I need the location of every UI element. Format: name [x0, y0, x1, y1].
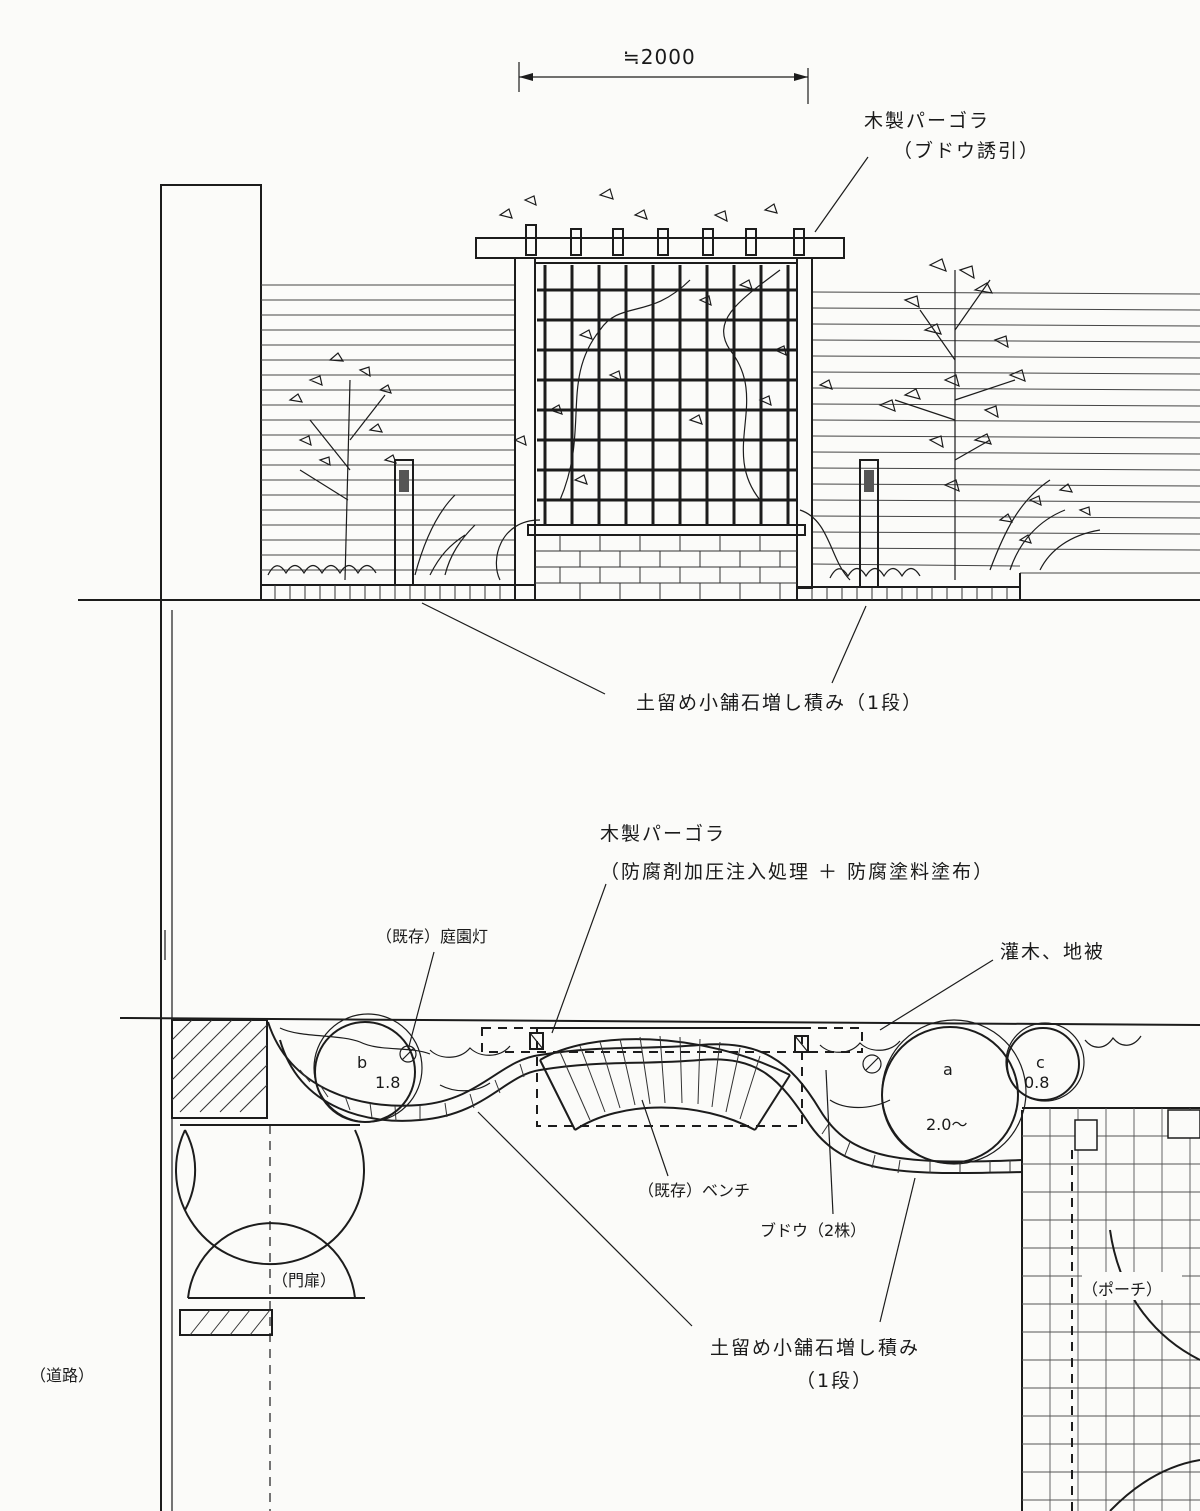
dimension-label: ≒2000	[623, 45, 696, 69]
gate-label: （門扉）	[272, 1271, 336, 1290]
elevation-view: ≒2000	[78, 45, 1200, 714]
vine-foliage	[498, 188, 833, 485]
tree-a-size: 2.0～	[926, 1115, 967, 1134]
porch-plan: （ポーチ）	[1021, 1107, 1200, 1511]
plan-wall-sub: （1段）	[796, 1370, 873, 1392]
tree-a-id: a	[943, 1060, 953, 1079]
shrub-label: 灌木、地被	[1000, 941, 1105, 963]
garden-lamp-elevation	[394, 459, 879, 588]
bench-plan	[539, 1035, 791, 1131]
tree-a: a 2.0～	[881, 1019, 1027, 1165]
tree-b-id: b	[357, 1053, 367, 1072]
plan-view: （門扉）	[30, 600, 1200, 1511]
tree-c-id: c	[1036, 1053, 1045, 1072]
retaining-wall-plan	[267, 1021, 1023, 1175]
tree-c: c 0.8	[1005, 1022, 1085, 1102]
fence	[261, 284, 1200, 574]
road-label: （道路）	[30, 1366, 94, 1385]
plan-wall-label: 土留め小舗石増し積み	[710, 1337, 920, 1359]
gate-swing: （門扉）	[175, 1124, 365, 1511]
dimension-line: ≒2000	[518, 45, 809, 104]
grape-label: ブドウ（2株）	[760, 1221, 866, 1240]
plan-pergola-sub: （防腐剤加圧注入処理 ＋ 防腐塗料塗布）	[600, 860, 994, 883]
pergola-elevation	[475, 224, 851, 601]
tree-c-size: 0.8	[1024, 1073, 1049, 1092]
elevation-pergola-sub: （ブドウ誘引）	[893, 139, 1040, 162]
gate-pillar-plan	[171, 1019, 273, 1336]
tree-left-elevation	[288, 352, 397, 581]
elevation-wall-label: 土留め小舗石増し積み（1段）	[636, 692, 923, 714]
plan-pergola-label: 木製パーゴラ	[600, 823, 726, 845]
tree-b: b 1.8	[313, 1013, 423, 1123]
porch-label: （ポーチ）	[1082, 1280, 1162, 1299]
elevation-pergola-label: 木製パーゴラ	[864, 110, 990, 132]
lamp-label: （既存）庭園灯	[376, 927, 488, 946]
shrub-row-elevation	[267, 479, 1101, 579]
pergola-footprint	[481, 1027, 863, 1127]
boundary-line	[119, 1017, 1200, 1026]
tree-b-size: 1.8	[375, 1073, 400, 1092]
bench-label: （既存）ベンチ	[638, 1181, 750, 1200]
shrub-bed-plan	[279, 1027, 1142, 1109]
gate-pillar	[160, 184, 262, 601]
tree-right-elevation	[878, 258, 1026, 580]
